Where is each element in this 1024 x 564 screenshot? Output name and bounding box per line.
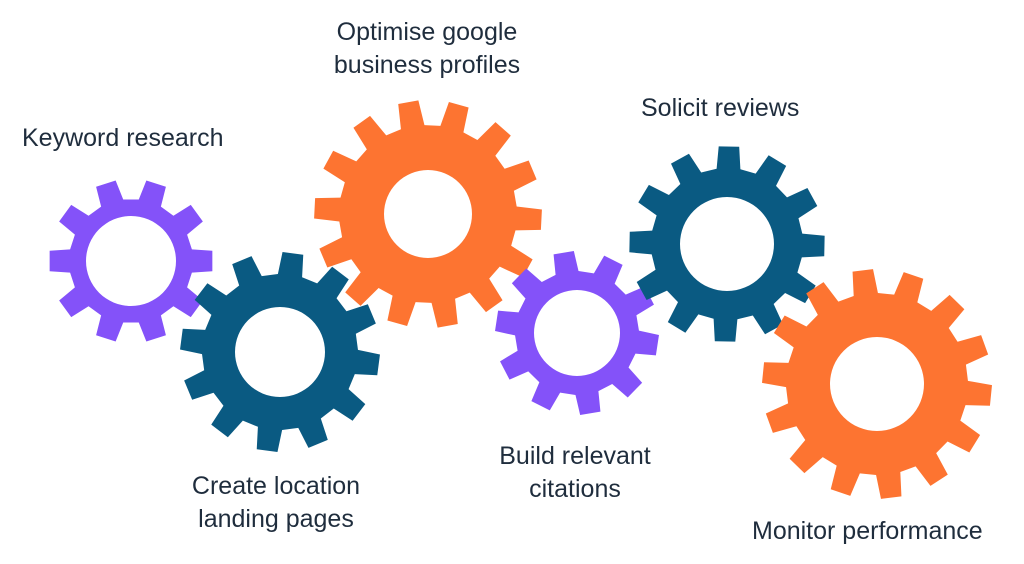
gear-icon-monitor-performance	[762, 269, 992, 499]
step-label-line: Build relevant	[499, 442, 651, 470]
step-label-line: business profiles	[333, 51, 521, 79]
step-label-line: Create location	[191, 472, 361, 500]
step-label-build-relevant-citations: Build relevant citations	[499, 440, 650, 506]
step-label-line: Solicit reviews	[641, 94, 800, 122]
step-label-line: landing pages	[198, 505, 354, 533]
gear-icon-create-location-landing-pages	[180, 252, 380, 452]
step-label-line: Monitor performance	[752, 517, 983, 545]
step-label-monitor-performance: Monitor performance	[752, 515, 983, 548]
step-label-create-location-landing-pages: Create location landing pages	[192, 470, 360, 536]
gear-icon-keyword-research	[49, 180, 213, 342]
step-label-line: Keyword research	[22, 124, 224, 152]
step-label-line: Optimise google	[336, 18, 518, 46]
gear-icon-solicit-reviews	[629, 146, 825, 342]
step-label-solicit-reviews: Solicit reviews	[641, 92, 799, 125]
gear-icon-optimise-google-business-profiles	[314, 100, 542, 328]
gear-icon-build-relevant-citations	[495, 251, 659, 415]
step-label-keyword-research: Keyword research	[22, 122, 223, 155]
step-label-line: citations	[529, 475, 621, 503]
step-label-optimise-google-business-profiles: Optimise google business profiles	[334, 16, 520, 82]
